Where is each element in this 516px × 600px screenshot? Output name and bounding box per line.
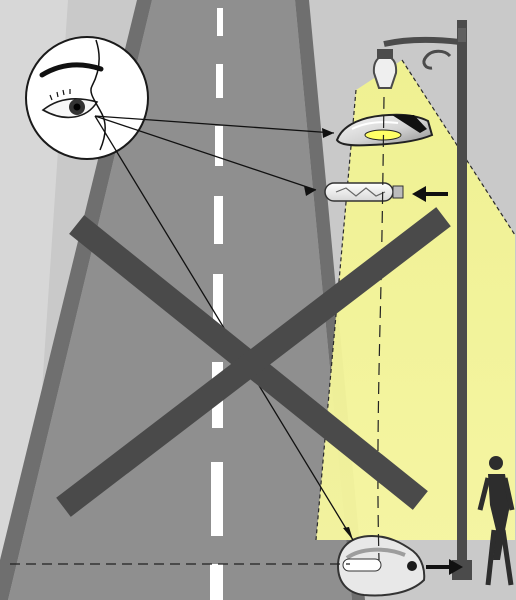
eye-magnifier-circle (26, 37, 148, 159)
lane-dash (211, 462, 223, 536)
lane-dash (210, 564, 223, 600)
bulb-base (393, 186, 403, 198)
lane-dash (217, 8, 223, 36)
bulb-icon (325, 183, 403, 201)
eye-pupil (74, 104, 81, 111)
lane-dash (214, 196, 223, 244)
lane-dash (215, 126, 223, 166)
fixture-screw (407, 561, 417, 571)
eye-icon (26, 37, 148, 159)
pedestrian-head (489, 456, 503, 470)
lane-dash (216, 64, 223, 98)
lamp-globe-top (377, 49, 393, 59)
fixture-bulb (343, 559, 381, 571)
lamp-globe (374, 56, 396, 88)
lamp-top-cap (458, 28, 466, 42)
